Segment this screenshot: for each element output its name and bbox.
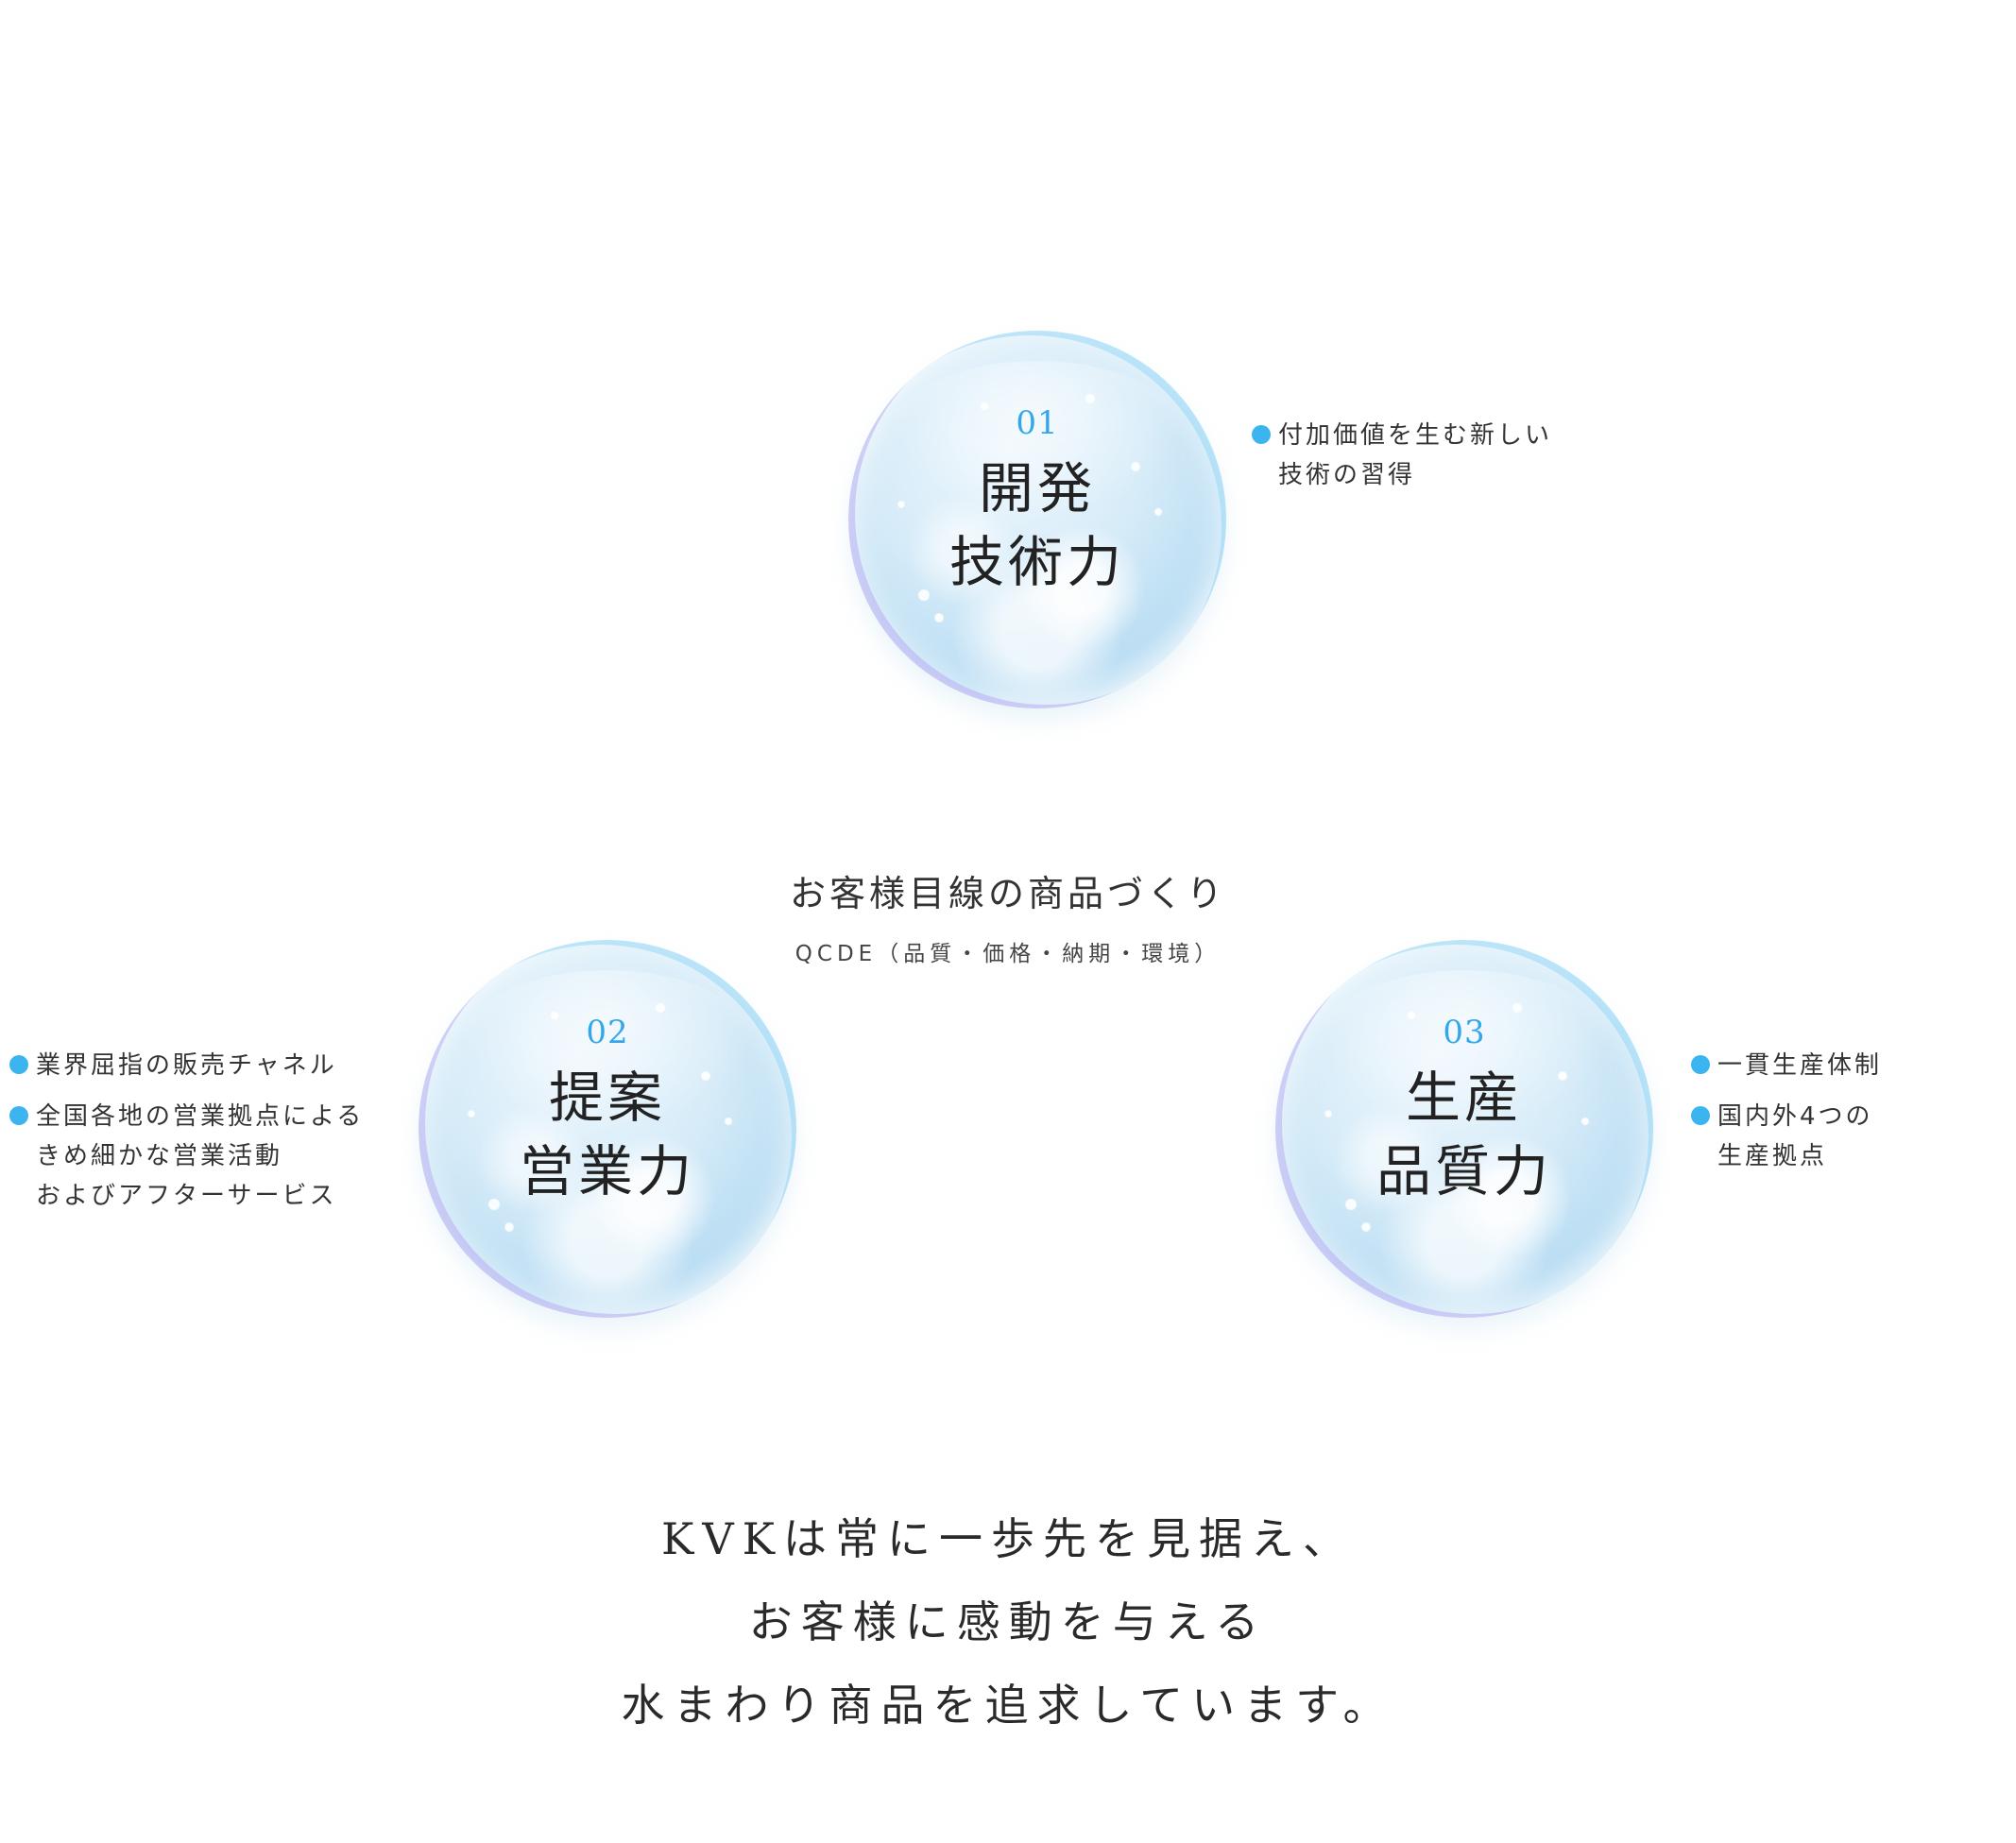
production-notes: 一貫生産体制 国内外4つの 生産拠点 [1691,1046,1882,1187]
bubble-number: 01 [1016,404,1059,442]
bullet-dot-icon [1691,1106,1710,1125]
bubble-development: 01 開発 技術力 [848,331,1226,708]
bullet-dot-icon [9,1106,28,1125]
sales-notes: 業界屈指の販売チャネル 全国各地の営業拠点による きめ細かな営業活動 およびアフ… [9,1046,364,1227]
bubble-sales: 02 提案 営業力 [419,940,796,1318]
bubble-production: 03 生産 品質力 [1275,940,1653,1318]
bubble-title: 提案 営業力 [519,1066,695,1203]
bullet-dot-icon [1252,425,1271,444]
center-heading: お客様目線の商品づくり [789,873,1226,914]
bullet-dot-icon [9,1055,28,1074]
bubble-number: 03 [1443,1014,1486,1051]
closing-message: KVKは常に一歩先を見据え、 お客様に感動を与える 水まわり商品を追求しています… [621,1513,1395,1731]
center-subheading: QCDE（品質・価格・納期・環境） [794,942,1222,966]
list-item: 業界屈指の販売チャネル [9,1046,364,1085]
bubble-title: 開発 技術力 [948,456,1125,594]
list-item: 国内外4つの 生産拠点 [1691,1097,1882,1176]
bullet-dot-icon [1691,1055,1710,1074]
development-notes: 付加価値を生む新しい 技術の習得 [1252,416,1552,506]
list-item: 一貫生産体制 [1691,1046,1882,1085]
list-item: 全国各地の営業拠点による きめ細かな営業活動 およびアフターサービス [9,1097,364,1216]
bubble-number: 02 [586,1014,629,1051]
list-item: 付加価値を生む新しい 技術の習得 [1252,416,1552,495]
bubble-title: 生産 品質力 [1375,1066,1552,1203]
